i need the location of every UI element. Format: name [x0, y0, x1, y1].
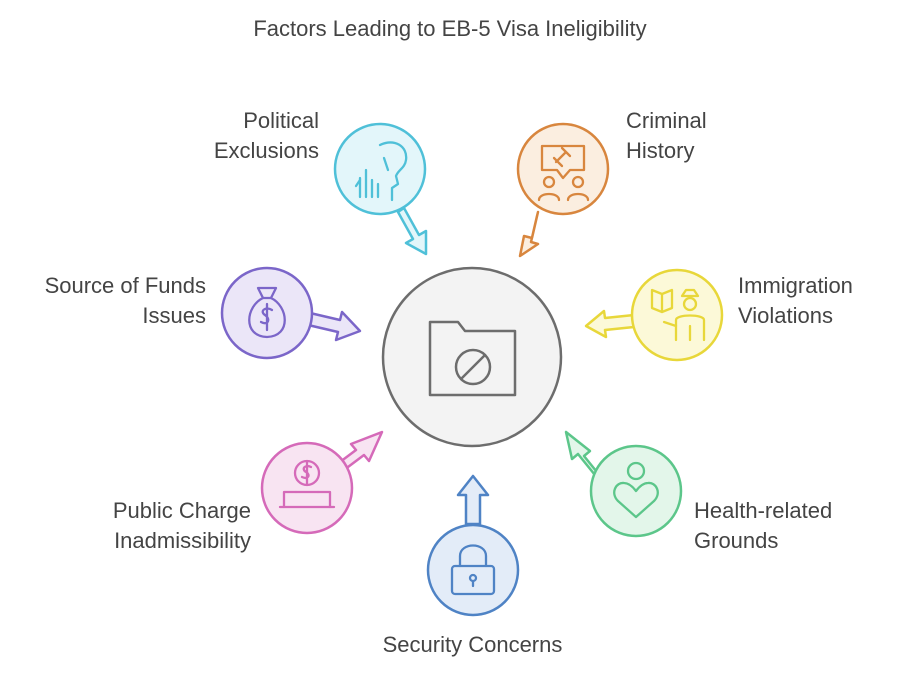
diagram-title: Factors Leading to EB-5 Visa Ineligibili…	[253, 16, 647, 41]
factor-public	[260, 430, 384, 535]
center-hub	[381, 266, 563, 448]
factor-criminal	[516, 122, 610, 258]
folder-blocked-icon	[428, 320, 517, 397]
factor-funds	[220, 266, 362, 360]
money-bag-icon	[248, 286, 286, 339]
factor-immigration	[584, 268, 724, 362]
arrow-immigration	[584, 309, 636, 339]
border-officer-icon	[650, 288, 706, 342]
arrow-security	[456, 474, 490, 526]
courtroom-gavel-icon	[537, 144, 590, 202]
arrow-political	[396, 206, 428, 256]
label-security: Security Concerns	[382, 632, 563, 657]
person-heart-icon	[613, 461, 659, 519]
arrow-criminal	[518, 210, 540, 258]
factor-health	[564, 430, 683, 538]
arrow-funds	[306, 310, 362, 342]
donation-box-icon	[278, 459, 336, 509]
factor-security	[426, 474, 520, 617]
factor-political	[333, 122, 428, 256]
silence-gesture-icon	[354, 141, 408, 202]
padlock-icon	[450, 544, 496, 596]
